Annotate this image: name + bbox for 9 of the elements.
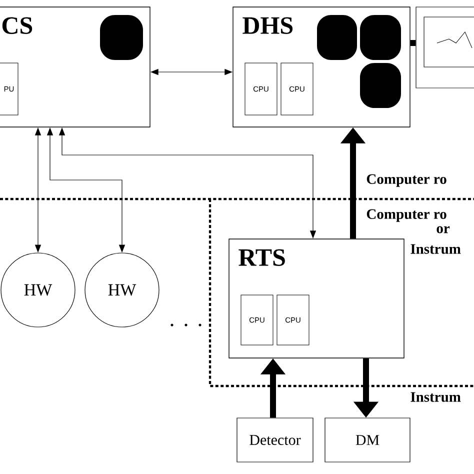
- zone-label: Computer ro: [366, 209, 446, 222]
- device-box: DM: [324, 418, 410, 462]
- zone-label: or: [436, 226, 450, 234]
- monitor-drawing: [416, 6, 474, 88]
- device-box: Detector: [236, 418, 314, 462]
- connector-bar: [410, 40, 416, 46]
- zone-label: Instrum: [410, 392, 461, 402]
- zone-label: Instrum: [410, 244, 461, 254]
- zone-label: Computer ro: [366, 174, 446, 187]
